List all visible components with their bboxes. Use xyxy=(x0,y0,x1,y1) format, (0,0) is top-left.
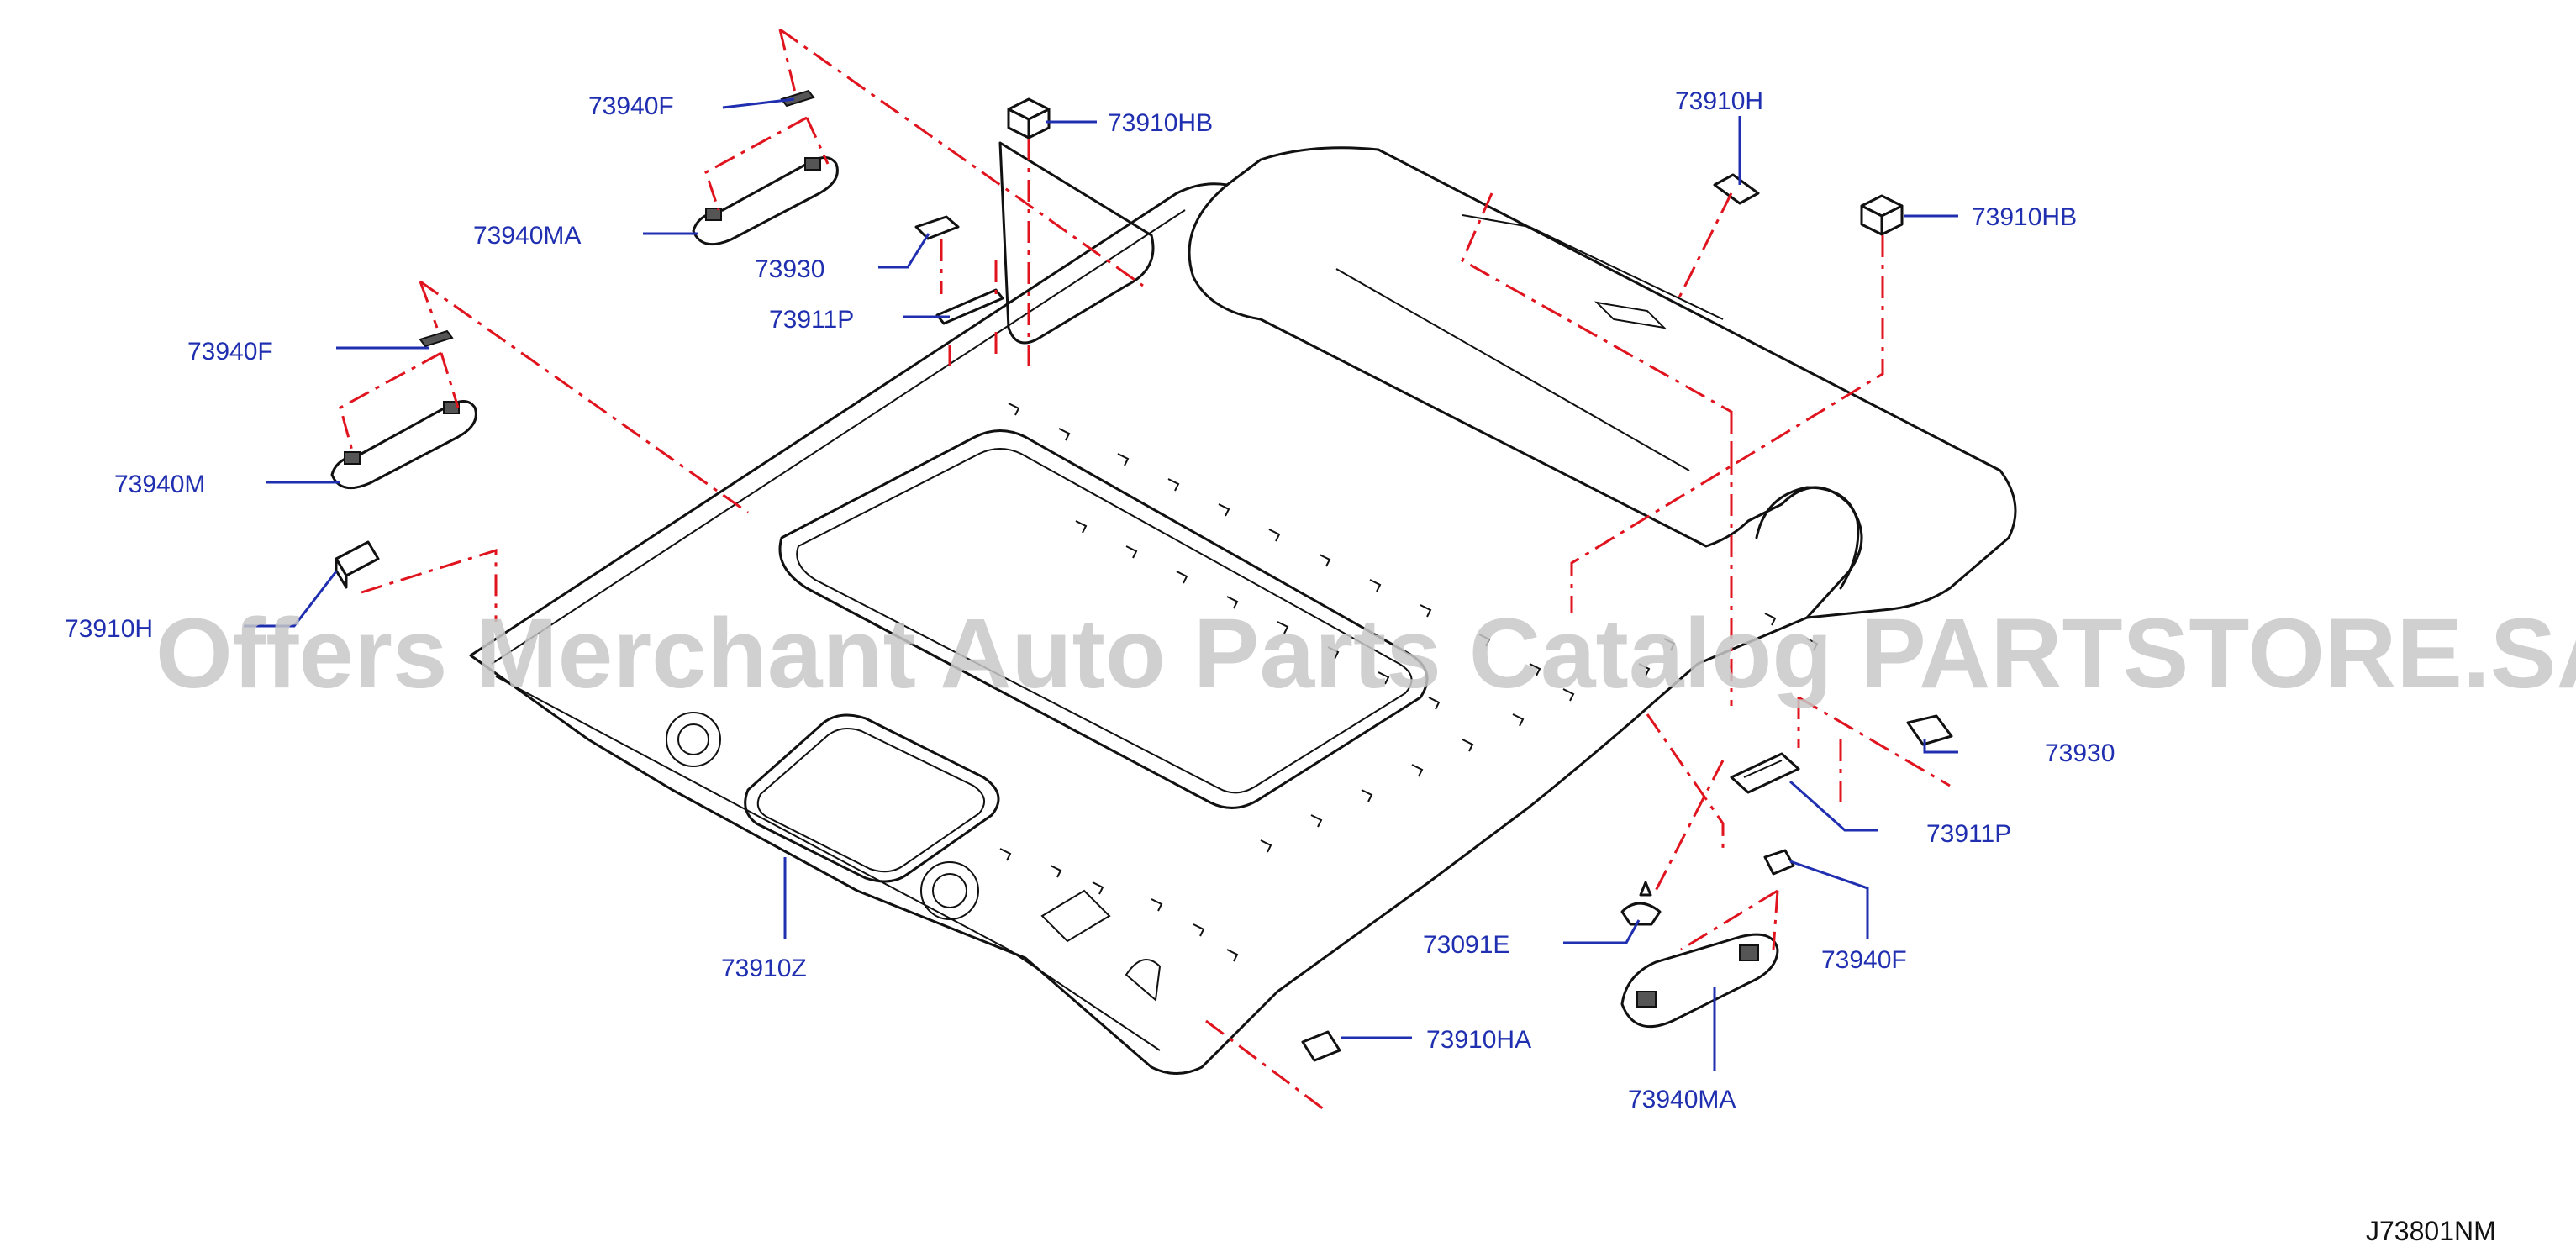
callout-73091e[interactable]: 73091E xyxy=(1423,931,1509,959)
callout-73911p-right[interactable]: 73911P xyxy=(1926,820,2011,848)
bracket-73930-right[interactable] xyxy=(1906,714,1953,746)
spacer-block-73910hb-top[interactable] xyxy=(1007,97,1051,139)
callout-73910hb-top[interactable]: 73910HB xyxy=(1108,109,1213,137)
callout-73910ha[interactable]: 73910HA xyxy=(1426,1026,1531,1054)
callout-73940f-left[interactable]: 73940F xyxy=(187,338,273,366)
grip-cover-73940f-right[interactable] xyxy=(1763,849,1795,876)
callout-73910hb-right[interactable]: 73910HB xyxy=(1972,203,2077,231)
callout-73910z[interactable]: 73910Z xyxy=(721,955,807,982)
bracket-73930-upper[interactable] xyxy=(914,215,960,240)
leader-lines xyxy=(244,97,1958,1071)
callout-73910h-left[interactable]: 73910H xyxy=(65,615,153,643)
headliner-73910z xyxy=(469,141,2017,1075)
callout-73930-upper[interactable]: 73930 xyxy=(755,255,824,283)
installation-guides xyxy=(339,28,1951,1111)
holder-73911p-right[interactable] xyxy=(1730,752,1800,794)
callout-73940f-right[interactable]: 73940F xyxy=(1821,946,1907,974)
pad-73910h-right[interactable] xyxy=(1713,173,1760,205)
pad-73910ha[interactable] xyxy=(1301,1030,1341,1062)
grip-cover-73940f-left[interactable] xyxy=(419,329,454,348)
watermark: Offers Merchant Auto Parts Catalog PARTS… xyxy=(155,598,2576,709)
callout-73940m[interactable]: 73940M xyxy=(114,471,205,498)
callout-73940f-upper[interactable]: 73940F xyxy=(588,92,674,120)
callout-73940ma-lower[interactable]: 73940MA xyxy=(1628,1086,1736,1113)
callout-73940ma-upper[interactable]: 73940MA xyxy=(473,222,581,250)
assist-grip-73940ma-upper[interactable] xyxy=(692,156,839,246)
callout-73911p-upper[interactable]: 73911P xyxy=(769,306,854,334)
pad-73910h-left[interactable] xyxy=(335,540,380,589)
clip-marks xyxy=(999,403,1819,962)
clip-73091e[interactable] xyxy=(1620,881,1662,926)
grip-cover-73940f-upper[interactable] xyxy=(780,89,815,108)
assist-grip-73940ma-lower[interactable] xyxy=(1620,933,1779,1029)
diagram-code: J73801NM xyxy=(2366,1216,2496,1246)
callout-73910h-right[interactable]: 73910H xyxy=(1675,87,1763,115)
assist-grip-73940m[interactable] xyxy=(330,400,477,490)
callout-labels: 73940F 73940MA 73930 73911P 73940F 73940… xyxy=(65,87,2115,1113)
callout-73930-right[interactable]: 73930 xyxy=(2045,739,2115,767)
spacer-block-73910hb-right[interactable] xyxy=(1860,194,1904,236)
holder-73911p-upper[interactable] xyxy=(935,288,1004,325)
